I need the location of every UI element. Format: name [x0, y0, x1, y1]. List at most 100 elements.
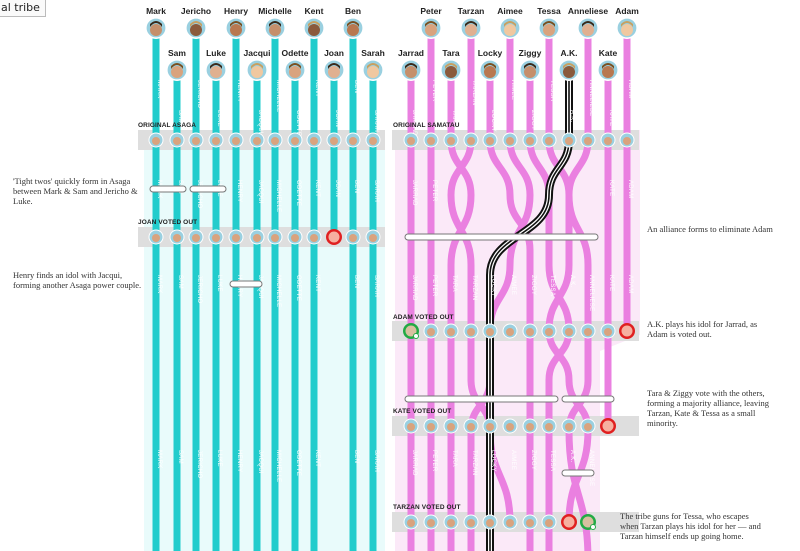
node-jericho-start[interactable]	[188, 132, 204, 148]
node-sarah-start[interactable]	[365, 132, 381, 148]
node-sarah-joan[interactable]	[365, 229, 381, 245]
node-samatau-adam-1[interactable]	[423, 323, 439, 339]
node-samatau-start-4[interactable]	[482, 132, 498, 148]
node-samatau-adam-2[interactable]	[443, 323, 459, 339]
node-ben-joan[interactable]	[345, 229, 361, 245]
node-kent-start[interactable]	[306, 132, 322, 148]
headshot-ak[interactable]	[558, 59, 580, 81]
node-samatau-kate-10[interactable]	[600, 418, 616, 434]
node-samatau-start-5[interactable]	[502, 132, 518, 148]
alliance-vs-adam	[404, 233, 599, 241]
node-samatau-adam-7[interactable]	[541, 323, 557, 339]
headshot-luke[interactable]	[205, 59, 227, 81]
node-samatau-kate-4[interactable]	[482, 418, 498, 434]
node-odette-joan[interactable]	[287, 229, 303, 245]
node-samatau-tarzan-8[interactable]	[561, 514, 577, 530]
node-samatau-adam-11[interactable]	[619, 323, 635, 339]
strand-label-tarzan: TARZAN	[471, 275, 477, 300]
headshot-ziggy[interactable]	[519, 59, 541, 81]
node-samatau-adam-5[interactable]	[502, 323, 518, 339]
headshot-michelle[interactable]	[264, 17, 286, 39]
node-ben-start[interactable]	[345, 132, 361, 148]
headshot-kent[interactable]	[303, 17, 325, 39]
node-michelle-start[interactable]	[267, 132, 283, 148]
node-samatau-adam-3[interactable]	[463, 323, 479, 339]
node-joan-start[interactable]	[326, 132, 342, 148]
node-samatau-kate-8[interactable]	[561, 418, 577, 434]
node-mark-start[interactable]	[148, 132, 164, 148]
node-kent-joan[interactable]	[306, 229, 322, 245]
node-samatau-kate-7[interactable]	[541, 418, 557, 434]
node-michelle-joan[interactable]	[267, 229, 283, 245]
node-jericho-joan[interactable]	[188, 229, 204, 245]
strand-label-michelle: MICHELLE	[275, 180, 281, 212]
headshot-joan[interactable]	[323, 59, 345, 81]
node-jacqui-joan[interactable]	[249, 229, 265, 245]
node-samatau-tarzan-0[interactable]	[403, 514, 419, 530]
node-samatau-start-11[interactable]	[619, 132, 635, 148]
headshot-tara[interactable]	[440, 59, 462, 81]
headshot-adam[interactable]	[616, 17, 638, 39]
headshot-sarah[interactable]	[362, 59, 384, 81]
node-samatau-tarzan-5[interactable]	[502, 514, 518, 530]
node-samatau-adam-8[interactable]	[561, 323, 577, 339]
headshot-jarrad[interactable]	[400, 59, 422, 81]
headshot-tessa[interactable]	[538, 17, 560, 39]
node-samatau-tarzan-9[interactable]	[580, 514, 596, 530]
node-samatau-kate-3[interactable]	[463, 418, 479, 434]
node-samatau-kate-6[interactable]	[522, 418, 538, 434]
node-samatau-start-0[interactable]	[403, 132, 419, 148]
node-luke-joan[interactable]	[208, 229, 224, 245]
node-samatau-tarzan-7[interactable]	[541, 514, 557, 530]
node-odette-start[interactable]	[287, 132, 303, 148]
node-samatau-start-10[interactable]	[600, 132, 616, 148]
node-mark-joan[interactable]	[148, 229, 164, 245]
node-samatau-start-2[interactable]	[443, 132, 459, 148]
node-luke-start[interactable]	[208, 132, 224, 148]
node-samatau-kate-2[interactable]	[443, 418, 459, 434]
node-sam-start[interactable]	[169, 132, 185, 148]
headshot-jericho[interactable]	[185, 17, 207, 39]
node-samatau-kate-0[interactable]	[403, 418, 419, 434]
node-henry-start[interactable]	[228, 132, 244, 148]
node-samatau-tarzan-1[interactable]	[423, 514, 439, 530]
headshot-jacqui[interactable]	[246, 59, 268, 81]
node-samatau-start-6[interactable]	[522, 132, 538, 148]
node-joan-joan[interactable]	[326, 229, 342, 245]
headshot-locky[interactable]	[479, 59, 501, 81]
node-samatau-kate-1[interactable]	[423, 418, 439, 434]
headshot-odette[interactable]	[284, 59, 306, 81]
node-samatau-adam-4[interactable]	[482, 323, 498, 339]
node-samatau-start-8[interactable]	[561, 132, 577, 148]
node-samatau-tarzan-6[interactable]	[522, 514, 538, 530]
strand-label-tara: TARA	[451, 450, 457, 467]
node-samatau-tarzan-4[interactable]	[482, 514, 498, 530]
annotation-ak-idol: A.K. plays his idol for Jarrad, as Adam …	[647, 319, 758, 339]
node-samatau-start-3[interactable]	[463, 132, 479, 148]
headshot-aimee[interactable]	[499, 17, 521, 39]
headshot-henry[interactable]	[225, 17, 247, 39]
headshot-anneliese[interactable]	[577, 17, 599, 39]
node-jacqui-start[interactable]	[249, 132, 265, 148]
node-samatau-kate-5[interactable]	[502, 418, 518, 434]
headshot-ben[interactable]	[342, 17, 364, 39]
headshot-tarzan[interactable]	[460, 17, 482, 39]
node-samatau-tarzan-2[interactable]	[443, 514, 459, 530]
headshot-peter[interactable]	[420, 17, 442, 39]
node-henry-joan[interactable]	[228, 229, 244, 245]
node-samatau-tarzan-3[interactable]	[463, 514, 479, 530]
node-samatau-start-1[interactable]	[423, 132, 439, 148]
node-samatau-kate-9[interactable]	[580, 418, 596, 434]
tribe-tab[interactable]: al tribe	[0, 0, 46, 17]
node-sam-joan[interactable]	[169, 229, 185, 245]
headshot-sam[interactable]	[166, 59, 188, 81]
headshot-mark[interactable]	[145, 17, 167, 39]
node-samatau-start-9[interactable]	[580, 132, 596, 148]
node-samatau-adam-0[interactable]	[403, 323, 419, 339]
node-samatau-adam-10[interactable]	[600, 323, 616, 339]
node-samatau-start-7[interactable]	[541, 132, 557, 148]
headshot-kate[interactable]	[597, 59, 619, 81]
strand-label-michelle: MICHELLE	[275, 275, 281, 307]
node-samatau-adam-6[interactable]	[522, 323, 538, 339]
node-samatau-adam-9[interactable]	[580, 323, 596, 339]
